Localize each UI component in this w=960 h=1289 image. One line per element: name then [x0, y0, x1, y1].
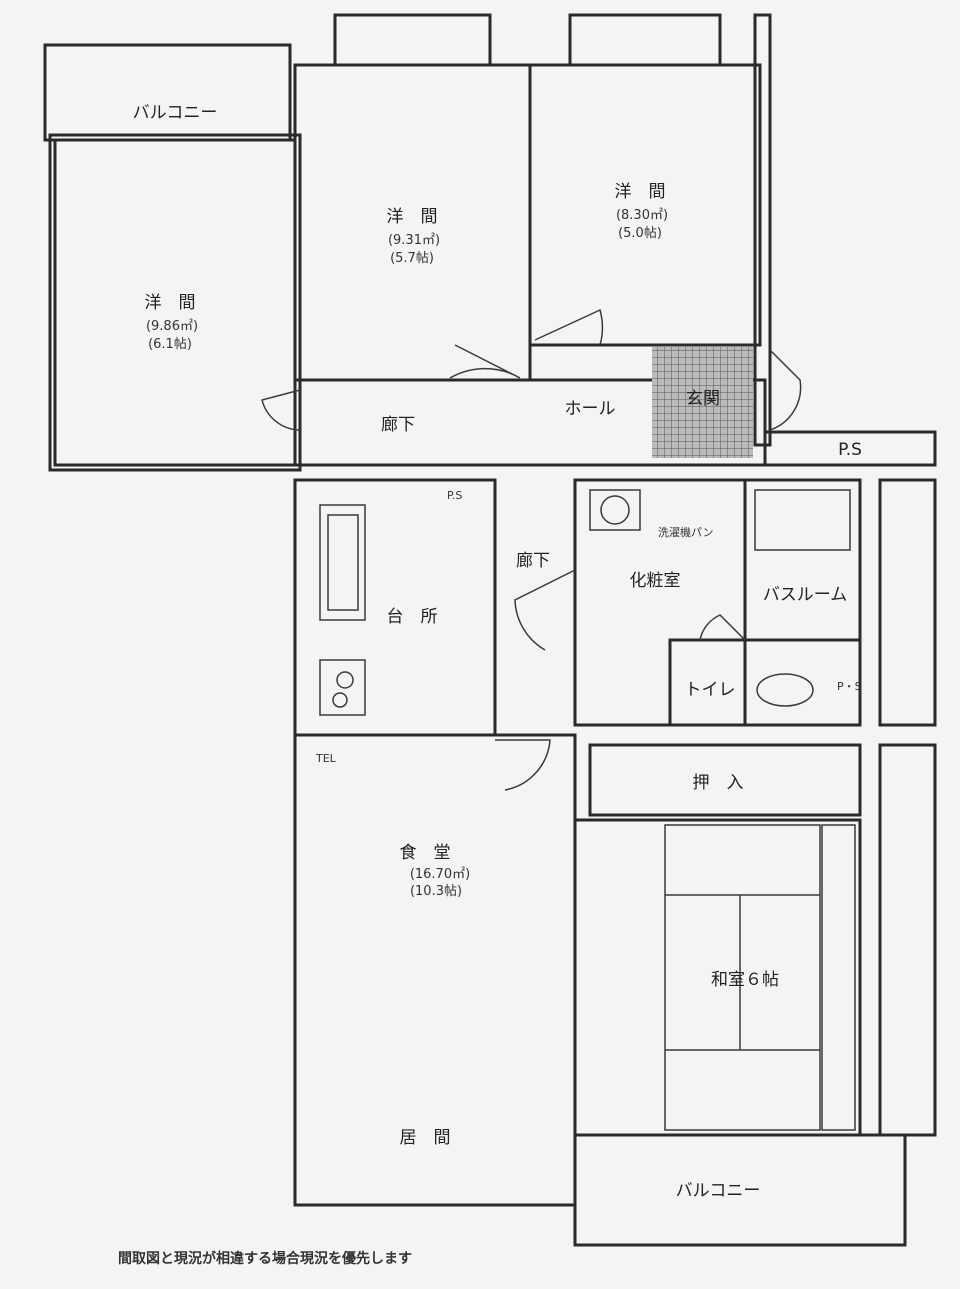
neighbor-wall — [878, 478, 937, 727]
corridor-upper-label: 廊下 — [381, 415, 415, 435]
toilet-label: トイレ — [685, 680, 736, 700]
walls — [43, 13, 937, 1247]
burner-icon — [336, 671, 354, 689]
disclaimer-caption: 間取図と現況が相違する場合現況を優先します — [118, 1250, 412, 1267]
hall-corridor-walls — [293, 378, 767, 467]
bathroom-label: バスルーム — [763, 585, 848, 605]
toilet-bowl-icon — [756, 673, 814, 707]
kitchen-label: 台 所 — [387, 607, 438, 627]
sink-basin — [327, 514, 359, 611]
entrance-label: 玄関 — [686, 389, 720, 409]
bedroom-middle-area: (9.31㎡) — [388, 233, 440, 248]
ps-kitchen-label: P.S — [447, 489, 462, 502]
basin-bowl-icon — [600, 495, 630, 525]
bedroom-right-walls — [528, 63, 762, 347]
entrance-tile — [652, 347, 753, 458]
bedroom-middle-tatami: (5.7帖) — [390, 251, 434, 266]
closet-walls — [588, 743, 862, 817]
hall-label: ホール — [565, 399, 616, 419]
washroom-label: 化粧室 — [630, 571, 681, 591]
bedroom-middle-label: 洋 間 — [387, 207, 438, 227]
bedroom-right-tatami: (5.0帖) — [618, 226, 662, 241]
stove — [319, 659, 366, 716]
sink — [319, 504, 366, 621]
dining-tatami: (10.3帖) — [410, 884, 462, 899]
bathroom-walls — [743, 478, 862, 642]
balcony-bottom-outline — [573, 1133, 907, 1247]
neighbor-wall-lower — [878, 743, 937, 1137]
tel-label: TEL — [315, 752, 337, 765]
burner-icon — [332, 692, 348, 708]
toilet-walls — [668, 638, 862, 727]
bedroom-right-area: (8.30㎡) — [616, 208, 668, 223]
window-bay-1 — [333, 13, 492, 67]
japanese-room-label: 和室６帖 — [711, 970, 779, 990]
door-swings — [261, 308, 802, 791]
washer-pan-label: 洗濯機パン — [658, 525, 714, 539]
bedroom-left-label: 洋 間 — [145, 293, 196, 313]
ps-strip — [763, 430, 937, 467]
bathtub — [754, 489, 851, 551]
bedroom-left-tatami: (6.1帖) — [148, 337, 192, 352]
balcony-top-label: バルコニー — [133, 103, 218, 123]
corridor-lower-label: 廊下 — [516, 551, 550, 571]
bedroom-left-area: (9.86㎡) — [146, 319, 198, 334]
bedroom-left-outer — [48, 133, 302, 472]
right-wall — [753, 13, 772, 447]
balcony-bottom-label: バルコニー — [676, 1181, 761, 1201]
washbasin — [589, 489, 641, 531]
bedroom-right-label: 洋 間 — [615, 182, 666, 202]
dining-label: 食 堂 — [400, 843, 451, 863]
tatami-mats — [664, 824, 856, 1131]
window-bay-2 — [568, 13, 722, 67]
ps-toilet-label: P・S — [837, 680, 862, 693]
living-label: 居 間 — [400, 1128, 451, 1148]
balcony-top-outline — [43, 43, 292, 142]
closet-label: 押 入 — [693, 773, 744, 793]
ps-right-label: P.S — [838, 440, 862, 460]
dining-area: (16.70㎡) — [410, 867, 470, 882]
